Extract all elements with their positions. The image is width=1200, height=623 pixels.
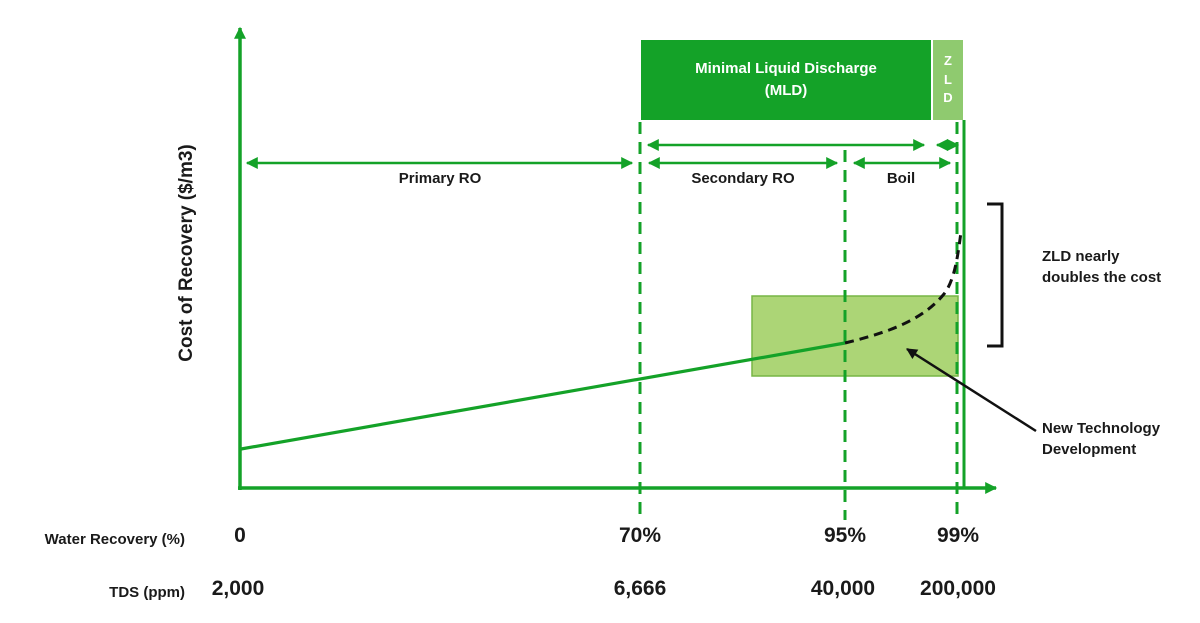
tds-tick-6666: 6,666 xyxy=(613,577,667,600)
tds-tick-2000: 2,000 xyxy=(211,577,265,600)
zld-cost-annotation: ZLD nearly doubles the cost xyxy=(1042,248,1162,286)
mld-banner-line2: (MLD) xyxy=(764,82,808,99)
water-recovery-tick-70: 70% xyxy=(618,524,662,547)
mld-banner: Minimal Liquid Discharge (MLD) xyxy=(641,40,931,120)
region-label-primary-ro: Primary RO xyxy=(398,170,482,187)
new-technology-highlight-box xyxy=(751,295,959,377)
cost-line-dashed xyxy=(844,231,963,345)
water-recovery-tick-0: 0 xyxy=(234,524,246,547)
zld-banner: ZLD xyxy=(933,40,963,120)
region-label-secondary-ro: Secondary RO xyxy=(691,170,795,187)
cost-line-solid xyxy=(240,341,846,451)
water-recovery-tick-99: 99% xyxy=(936,524,980,547)
zld-cost-bracket xyxy=(987,202,1004,348)
tds-tick-200000: 200,000 xyxy=(920,577,996,600)
new-technology-arrow xyxy=(906,347,1037,433)
water-recovery-tick-95: 95% xyxy=(823,524,867,547)
tds-axis-label: TDS (ppm) xyxy=(109,584,185,601)
tds-tick-40000: 40,000 xyxy=(810,577,876,600)
mld-banner-line1: Minimal Liquid Discharge xyxy=(695,59,877,77)
zld-banner-label: ZLD xyxy=(943,52,953,106)
water-recovery-axis-label: Water Recovery (%) xyxy=(44,531,185,548)
new-technology-annotation: New Technology Development xyxy=(1042,420,1161,458)
region-label-boil: Boil xyxy=(886,170,916,187)
y-axis-label: Cost of Recovery ($/m3) xyxy=(176,144,197,362)
